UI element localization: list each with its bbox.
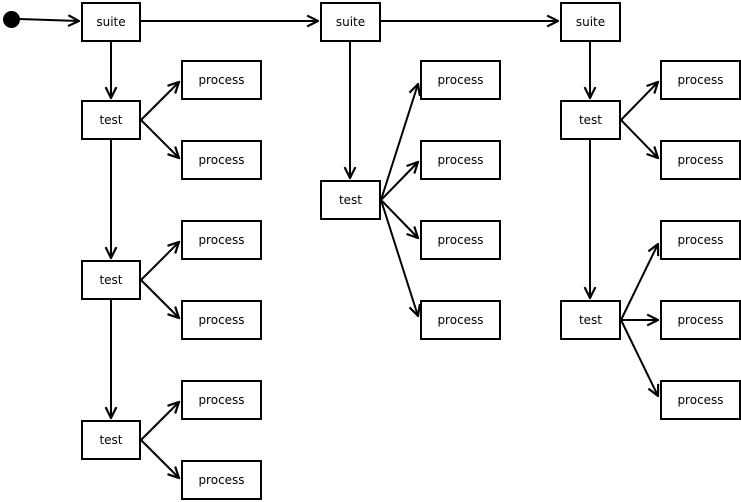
process-node-13: process xyxy=(660,220,741,260)
edge-test4-process7 xyxy=(380,84,418,201)
edge-test5-process11 xyxy=(620,82,658,121)
test-node-6: test xyxy=(560,300,621,340)
initial-state-icon xyxy=(3,11,20,28)
edge-test1-process2 xyxy=(140,119,179,158)
process-node-14: process xyxy=(660,300,741,340)
edge-test3-process6 xyxy=(140,439,179,478)
edge-test2-process3 xyxy=(140,242,179,281)
test-node-2: test xyxy=(81,260,141,300)
test-node-3: test xyxy=(81,420,141,460)
suite-node-3: suite xyxy=(560,2,621,42)
process-node-2: process xyxy=(181,140,262,180)
edge-test3-process5 xyxy=(140,402,179,441)
process-node-12: process xyxy=(660,140,741,180)
process-node-7: process xyxy=(420,60,501,100)
edge-test4-process10 xyxy=(380,199,418,316)
edge-test5-process12 xyxy=(620,119,658,158)
edge-test1-process1 xyxy=(140,82,179,121)
edge-test2-process4 xyxy=(140,279,179,318)
process-node-3: process xyxy=(181,220,262,260)
edge-start-suite1 xyxy=(18,19,79,21)
process-node-1: process xyxy=(181,60,262,100)
edge-test6-process15 xyxy=(620,319,658,396)
edge-test6-process13 xyxy=(620,244,658,321)
process-node-6: process xyxy=(181,460,262,500)
process-node-15: process xyxy=(660,380,741,420)
process-node-10: process xyxy=(420,300,501,340)
process-node-8: process xyxy=(420,140,501,180)
suite-node-2: suite xyxy=(320,2,381,42)
test-node-5: test xyxy=(560,100,621,140)
edge-test4-process8 xyxy=(380,162,418,201)
process-node-5: process xyxy=(181,380,262,420)
test-node-4: test xyxy=(320,180,381,220)
process-node-9: process xyxy=(420,220,501,260)
edge-test4-process9 xyxy=(380,199,418,238)
suite-node-1: suite xyxy=(81,2,141,42)
process-node-11: process xyxy=(660,60,741,100)
test-node-1: test xyxy=(81,100,141,140)
process-node-4: process xyxy=(181,300,262,340)
